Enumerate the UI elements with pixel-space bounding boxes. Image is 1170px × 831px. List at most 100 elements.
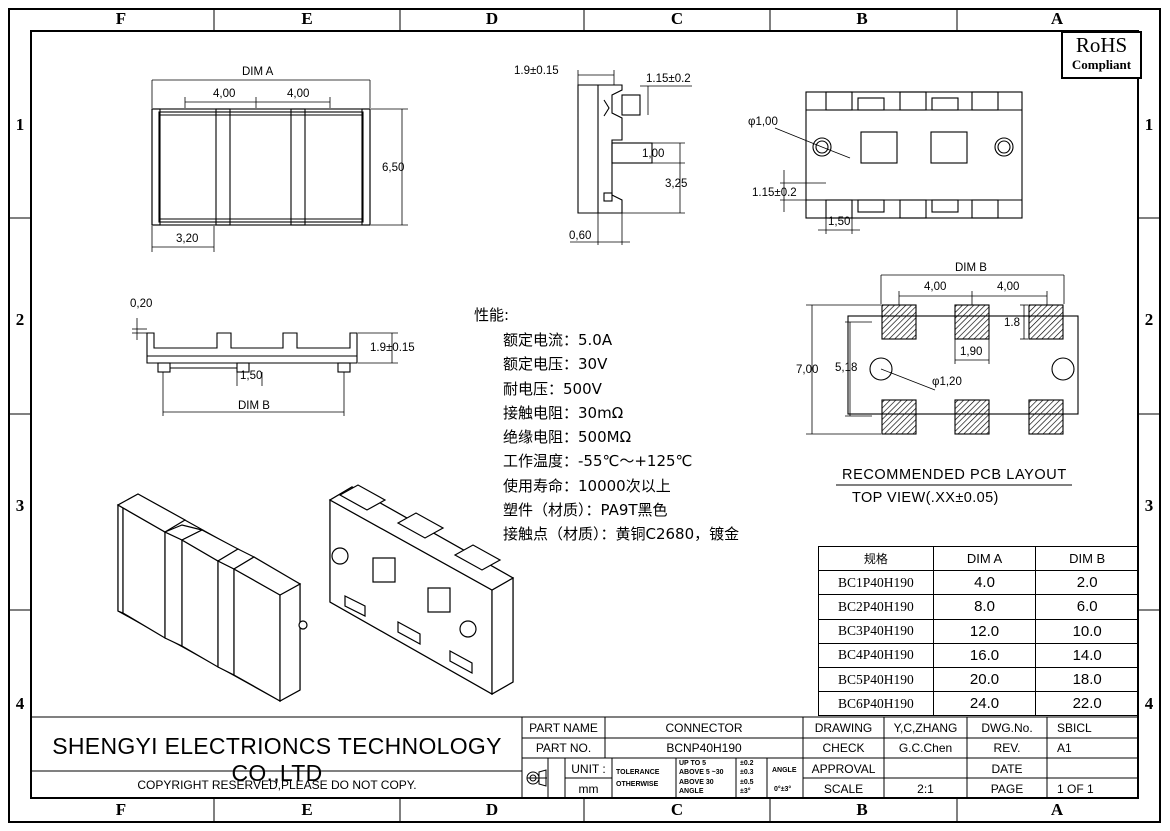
dim-b-cell: 6.0 bbox=[1035, 594, 1139, 620]
grid-col-top-d: D bbox=[485, 9, 499, 28]
part-name-value: CONNECTOR bbox=[665, 721, 743, 735]
dim-b-cell: 18.0 bbox=[1035, 666, 1139, 693]
otherwise-label: OTHERWISE bbox=[616, 781, 659, 788]
grid-row-left-1: 1 bbox=[15, 115, 25, 134]
dim-a-cell: 4.0 bbox=[932, 570, 1037, 596]
tol-range: ABOVE 30 bbox=[679, 779, 714, 786]
rohs-badge: RoHS Compliant bbox=[1061, 31, 1142, 79]
front-top-gap: 0,20 bbox=[130, 298, 153, 310]
grid-col-bottom-f: F bbox=[115, 800, 127, 819]
spec-item: 接触点（材质）：黄铜C2680，镀金 bbox=[503, 525, 740, 544]
dwg-no-label: DWG.No. bbox=[981, 721, 1033, 735]
page-value: 1 OF 1 bbox=[1057, 782, 1094, 796]
header-dim-a: DIM A bbox=[932, 545, 1037, 572]
top-pitch-2: 4,00 bbox=[287, 88, 310, 100]
dim-a-cell: 16.0 bbox=[932, 642, 1037, 668]
grid-row-left-2: 2 bbox=[15, 310, 25, 329]
model-cell: BC3P40H190 bbox=[818, 618, 934, 644]
dim-b-cell: 10.0 bbox=[1035, 618, 1139, 644]
bottom-pad-tol: 1.15±0.2 bbox=[752, 187, 797, 199]
approval-label: APPROVAL bbox=[811, 762, 876, 776]
bottom-pad-width: 1,50 bbox=[828, 216, 851, 228]
rohs-title: RoHS bbox=[1075, 33, 1128, 57]
table-header-row: 规格 DIM A DIM B bbox=[818, 545, 1139, 572]
grid-col-bottom-a: A bbox=[1050, 800, 1064, 819]
pcb-hole: φ1,20 bbox=[932, 376, 962, 388]
spec-item: 接触电阻：30mΩ bbox=[503, 403, 624, 422]
front-height-tol: 1.9±0.15 bbox=[370, 342, 415, 354]
specs-list: 额定电流：5.0A 额定电压：30V 耐电压：500V 接触电阻：30mΩ 绝缘… bbox=[503, 328, 739, 547]
pcb-dim-b: DIM B bbox=[955, 262, 987, 274]
company-name: SHENGYI ELECTRIONCS TECHNOLOGY CO.,LTD bbox=[52, 733, 502, 786]
dim-a-cell: 12.0 bbox=[932, 618, 1037, 644]
tol-value: ±0.5 bbox=[740, 779, 754, 786]
spec-item: 额定电流：5.0A bbox=[503, 331, 613, 349]
grid-col-bottom-e: E bbox=[301, 800, 313, 819]
side-lead: 1,00 bbox=[642, 148, 665, 160]
pcb-pad-width: 1,90 bbox=[960, 346, 983, 358]
angle-value: 0°±3° bbox=[774, 786, 792, 793]
grid-col-top-a: A bbox=[1050, 9, 1064, 28]
model-table: 规格 DIM A DIM B BC1P40H190 4.0 2.0 BC2P40… bbox=[818, 545, 1139, 717]
pcb-pad-height: 1.8 bbox=[1004, 317, 1020, 329]
angle-label: ANGLE bbox=[772, 767, 797, 774]
spec-item: 工作温度：-55℃～+125℃ bbox=[503, 452, 693, 471]
tol-range: UP TO 5 bbox=[679, 760, 706, 767]
part-no-label: PART NO. bbox=[535, 741, 592, 755]
header-model: 规格 bbox=[818, 545, 934, 572]
part-no-value: BCNP40H190 bbox=[666, 741, 742, 755]
unit-value: mm bbox=[578, 782, 599, 796]
table-row: BC3P40H190 12.0 10.0 bbox=[818, 618, 1139, 644]
grid-row-right-4: 4 bbox=[1144, 694, 1154, 713]
pcb-pitch-1: 4,00 bbox=[924, 281, 947, 293]
part-name-label: PART NAME bbox=[529, 721, 598, 735]
model-cell: BC1P40H190 bbox=[818, 570, 934, 596]
rev-value: A1 bbox=[1057, 741, 1072, 755]
pcb-outer-height: 7,00 bbox=[796, 364, 819, 376]
pcb-layout-title: RECOMMENDED PCB LAYOUT bbox=[842, 467, 1067, 483]
dim-b-cell: 22.0 bbox=[1035, 691, 1139, 717]
grid-col-top-e: E bbox=[301, 9, 313, 28]
page-label: PAGE bbox=[990, 782, 1024, 796]
model-cell: BC4P40H190 bbox=[818, 642, 934, 668]
grid-row-right-3: 3 bbox=[1144, 496, 1154, 515]
spec-item: 耐电压：500V bbox=[503, 379, 602, 398]
dim-b-cell: 2.0 bbox=[1035, 570, 1139, 596]
top-pitch-1: 4,00 bbox=[213, 88, 236, 100]
spec-item: 绝缘电阻：500MΩ bbox=[503, 428, 632, 447]
pcb-layout-subtitle: TOP VIEW(.XX±0.05) bbox=[852, 490, 999, 506]
scale-label: SCALE bbox=[823, 782, 864, 796]
side-depth: 3,25 bbox=[665, 178, 688, 190]
tol-value: ±3° bbox=[740, 788, 751, 795]
rohs-subtitle: Compliant bbox=[1071, 57, 1132, 72]
check-by: G.C.Chen bbox=[898, 741, 953, 755]
grid-col-top-b: B bbox=[856, 9, 868, 28]
top-dim-a: DIM A bbox=[242, 66, 274, 78]
grid-col-bottom-b: B bbox=[856, 800, 868, 819]
top-height: 6,50 bbox=[382, 162, 405, 174]
grid-row-right-1: 1 bbox=[1144, 115, 1154, 134]
model-cell: BC6P40H190 bbox=[818, 691, 934, 717]
dim-a-cell: 24.0 bbox=[932, 691, 1037, 717]
scale-value: 2:1 bbox=[917, 782, 934, 796]
date-label: DATE bbox=[991, 762, 1023, 776]
dim-a-cell: 20.0 bbox=[932, 666, 1037, 693]
table-row: BC1P40H190 4.0 2.0 bbox=[818, 570, 1139, 596]
grid-row-left-4: 4 bbox=[15, 694, 25, 713]
unit-label: UNIT : bbox=[571, 762, 606, 776]
table-row: BC5P40H190 20.0 18.0 bbox=[818, 666, 1139, 693]
dwg-no-value: SBICL bbox=[1057, 721, 1092, 735]
table-row: BC2P40H190 8.0 6.0 bbox=[818, 594, 1139, 620]
grid-col-top-c: C bbox=[670, 9, 684, 28]
table-row: BC4P40H190 16.0 14.0 bbox=[818, 642, 1139, 668]
tol-value: ±0.3 bbox=[740, 769, 754, 776]
drawing-by: Y,C,ZHANG bbox=[893, 721, 958, 735]
header-dim-b: DIM B bbox=[1035, 545, 1139, 572]
grid-row-left-3: 3 bbox=[15, 496, 25, 515]
drawing-label: DRAWING bbox=[814, 721, 873, 735]
tolerance-label: TOLERANCE bbox=[616, 769, 660, 776]
side-height-tol: 1.9±0.15 bbox=[514, 65, 559, 77]
bottom-hole: φ1,00 bbox=[748, 116, 778, 128]
top-width: 3,20 bbox=[176, 233, 199, 245]
